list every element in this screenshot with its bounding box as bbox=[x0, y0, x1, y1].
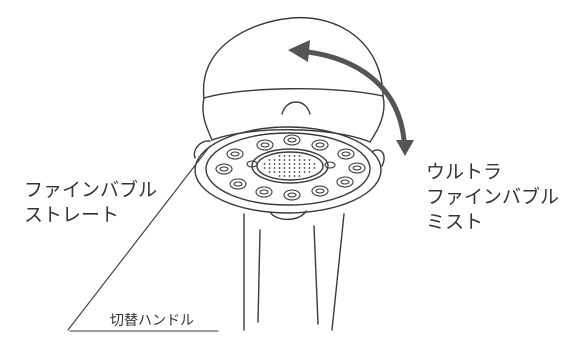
label-line: ストレート bbox=[24, 204, 120, 226]
mist-dot bbox=[268, 171, 271, 173]
mist-dot bbox=[293, 155, 296, 157]
mist-dot bbox=[288, 167, 291, 169]
mist-dot bbox=[303, 163, 306, 165]
mist-dot bbox=[263, 167, 266, 169]
mist-dot bbox=[298, 171, 301, 173]
mist-dot bbox=[278, 163, 281, 165]
mist-dot bbox=[293, 175, 296, 177]
mist-dot bbox=[313, 167, 316, 169]
mist-dot bbox=[283, 155, 286, 157]
mist-dot bbox=[298, 159, 301, 161]
mist-dot bbox=[278, 171, 281, 173]
arrow-heads bbox=[288, 40, 414, 156]
mist-dot bbox=[263, 163, 266, 165]
mist-dot bbox=[303, 167, 306, 169]
mist-dot bbox=[298, 167, 301, 169]
mist-dot bbox=[278, 175, 281, 177]
mist-dot bbox=[273, 163, 276, 165]
mist-dot bbox=[283, 171, 286, 173]
label-fine-bubble-straight: ファインバブル ストレート bbox=[24, 178, 157, 228]
mist-dot bbox=[293, 167, 296, 169]
shower-arm bbox=[243, 213, 345, 331]
dome-body bbox=[202, 16, 385, 143]
label-line: ウルトラ bbox=[426, 161, 503, 183]
mist-dot bbox=[268, 159, 271, 161]
mist-dot bbox=[273, 171, 276, 173]
leader-lines bbox=[67, 145, 219, 332]
mist-dots bbox=[263, 155, 316, 177]
label-line: ファインバブル bbox=[426, 186, 560, 208]
mist-dot bbox=[273, 167, 276, 169]
mist-dot bbox=[303, 159, 306, 161]
label-line: ファインバブル bbox=[24, 179, 158, 201]
mist-dot bbox=[288, 175, 291, 177]
mist-dot bbox=[288, 159, 291, 161]
mist-dot bbox=[278, 159, 281, 161]
mist-dot bbox=[283, 159, 286, 161]
mist-dot bbox=[308, 167, 311, 169]
label-switch-handle: 切替ハンドル bbox=[110, 313, 194, 329]
label-line: ミスト bbox=[426, 211, 484, 233]
mist-dot bbox=[298, 155, 301, 157]
mist-dot bbox=[288, 155, 291, 157]
mist-dot bbox=[308, 159, 311, 161]
mist-dot bbox=[298, 175, 301, 177]
mist-dot bbox=[308, 171, 311, 173]
label-ultra-fine-bubble-mist: ウルトラ ファインバブル ミスト bbox=[426, 160, 559, 235]
mist-dot bbox=[283, 175, 286, 177]
mist-dot bbox=[298, 163, 301, 165]
mist-dot bbox=[278, 155, 281, 157]
mist-dot bbox=[303, 171, 306, 173]
mist-dot bbox=[278, 167, 281, 169]
mist-dot bbox=[268, 167, 271, 169]
spray-plate bbox=[193, 126, 385, 221]
mist-dot bbox=[313, 163, 316, 165]
mist-dot bbox=[288, 163, 291, 165]
mist-dot bbox=[293, 171, 296, 173]
mist-dot bbox=[268, 163, 271, 165]
mist-dot bbox=[293, 163, 296, 165]
mist-dot bbox=[308, 163, 311, 165]
mist-dot bbox=[273, 159, 276, 161]
rotation-arrow bbox=[305, 49, 407, 143]
nozzles bbox=[215, 134, 366, 201]
mist-dot bbox=[283, 163, 286, 165]
mist-dot bbox=[293, 159, 296, 161]
mist-dot bbox=[283, 167, 286, 169]
mist-dot bbox=[288, 171, 291, 173]
